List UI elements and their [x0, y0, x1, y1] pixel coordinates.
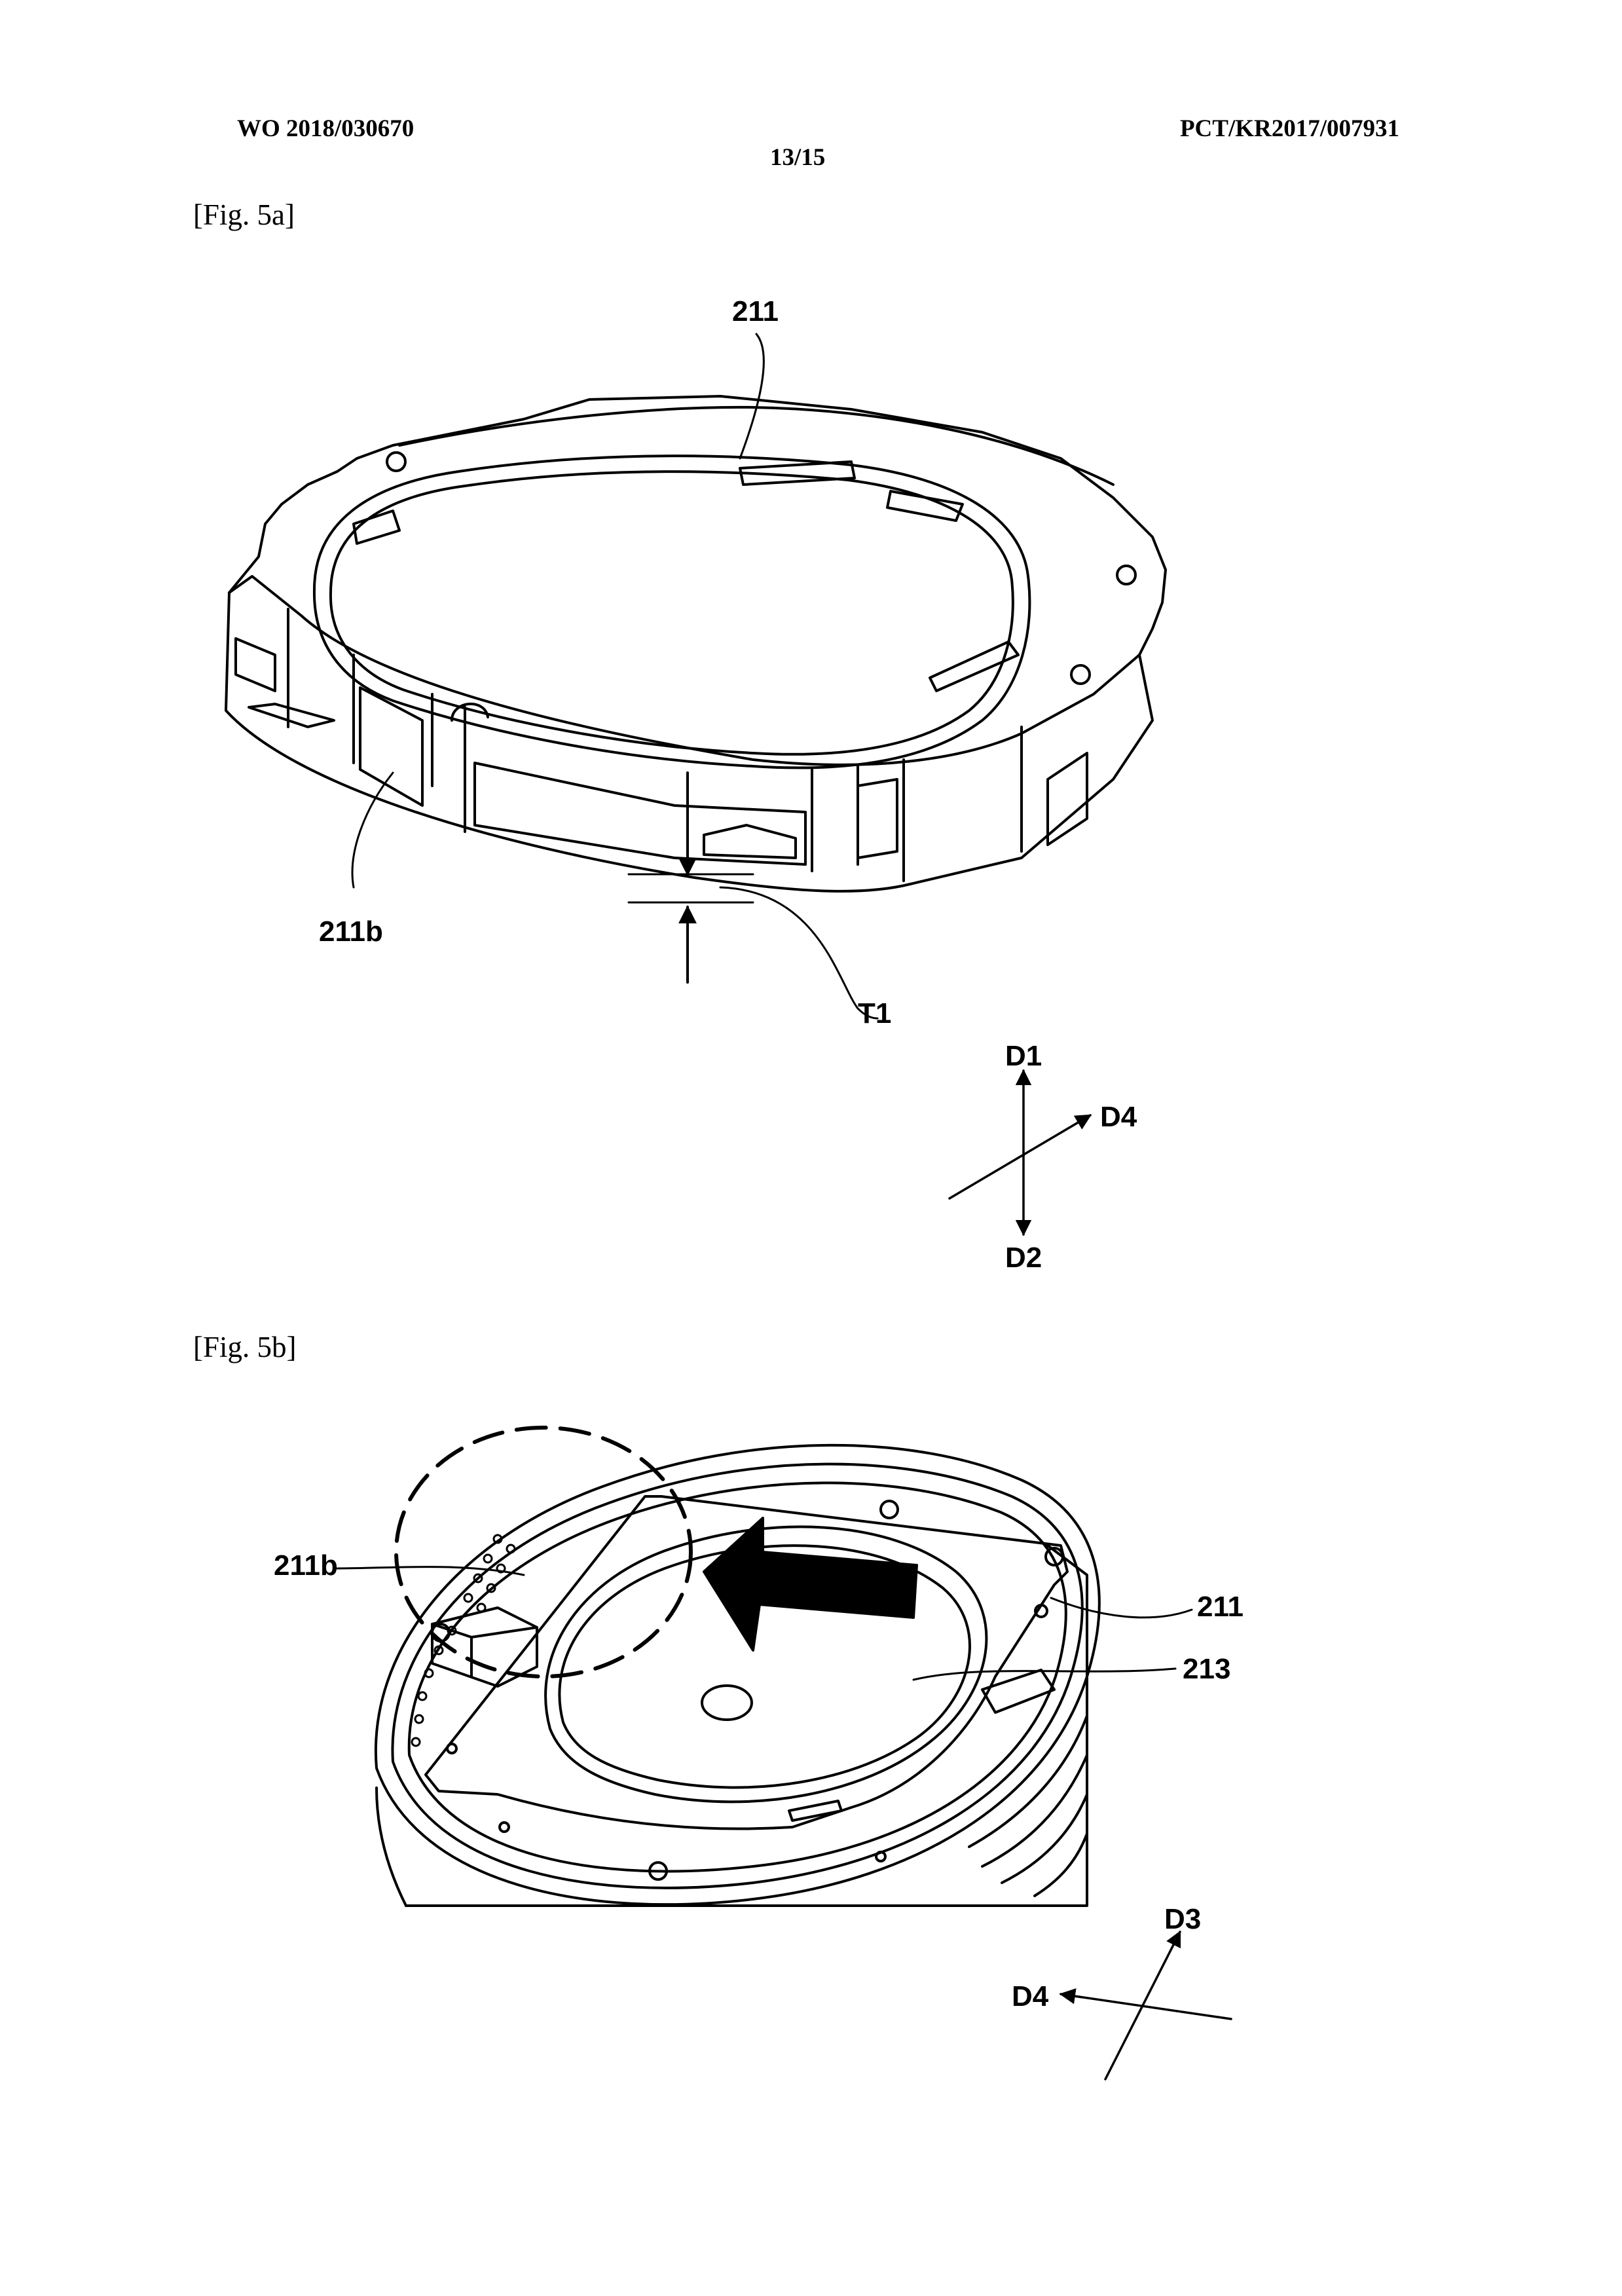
insertion-arrow	[703, 1517, 918, 1652]
application-number: PCT/KR2017/007931	[1179, 115, 1399, 142]
ref-213: 213	[1183, 1653, 1230, 1685]
ref-211b-fig5b: 211b	[274, 1549, 338, 1582]
camera-module-body	[374, 1443, 1101, 1907]
leader-213	[912, 1667, 1177, 1681]
direction-indicator-5a	[948, 1069, 1092, 1236]
ref-211b-fig5a: 211b	[319, 916, 383, 948]
axis-d3: D3	[1164, 1903, 1201, 1935]
leader-211-b	[1050, 1597, 1193, 1619]
page-number: 13/15	[770, 144, 826, 171]
thickness-indicator-t1	[627, 771, 879, 1020]
fig-5b-label: [Fig. 5b]	[193, 1331, 297, 1363]
leader-211b-b	[336, 1566, 525, 1576]
axis-d1: D1	[1005, 1040, 1042, 1072]
axis-d4-fig5b: D4	[1012, 1980, 1049, 2012]
axis-d4-fig5a: D4	[1100, 1101, 1137, 1133]
bracket-frame-211	[225, 395, 1167, 893]
ref-211-fig5a: 211	[732, 295, 779, 327]
ref-211-fig5b: 211	[1197, 1591, 1244, 1623]
leader-211-a	[739, 333, 765, 460]
fig-5a-label: [Fig. 5a]	[193, 198, 295, 231]
publication-number: WO 2018/030670	[237, 115, 415, 142]
ref-t1: T1	[858, 997, 891, 1029]
axis-d2: D2	[1005, 1242, 1042, 1274]
direction-indicator-5b	[1059, 1930, 1232, 2081]
leader-211b-a	[351, 771, 394, 889]
highlight-ellipse-211b	[394, 1426, 693, 1678]
